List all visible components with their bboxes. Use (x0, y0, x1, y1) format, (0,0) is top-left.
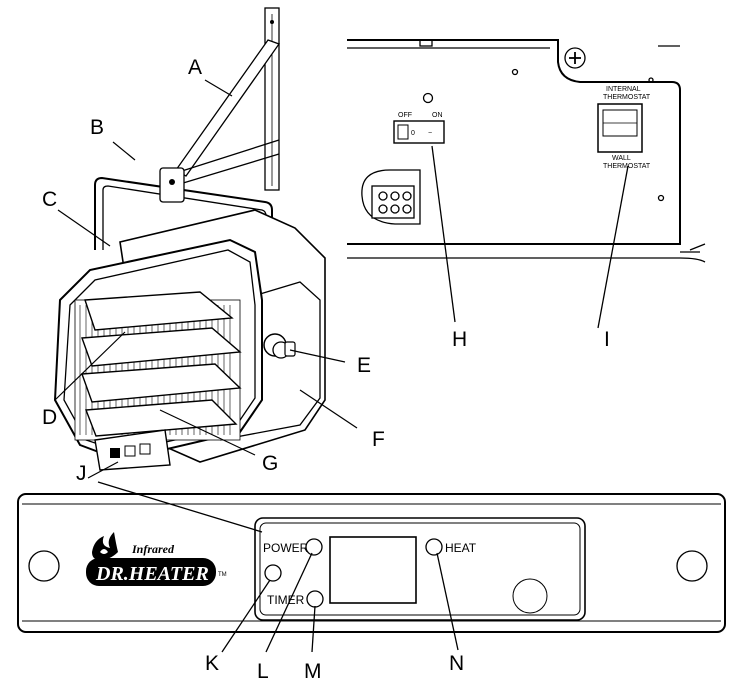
callout-a: A (188, 56, 202, 79)
callout-m: M (304, 660, 322, 683)
callout-f: F (372, 428, 385, 451)
switch-on-glyph: − (428, 130, 432, 137)
callout-k: K (205, 652, 219, 675)
brand-logo: Infrared DR.HEATER TM (86, 532, 227, 586)
callout-n: N (449, 652, 464, 675)
brand-tm: TM (218, 572, 227, 578)
internal-label: INTERNAL (606, 86, 641, 93)
brand-infrared: Infrared (131, 542, 175, 556)
wall-thermostat-label: THERMOSTAT (603, 163, 651, 170)
display-screen (329, 536, 417, 604)
switch-off-label: OFF (398, 112, 412, 119)
front-panel: Infrared DR.HEATER TM POWER TIMER HEAT (17, 493, 726, 633)
switch-on-label: ON (432, 112, 443, 119)
hanging-bracket (94, 167, 273, 365)
callout-i: I (604, 328, 610, 351)
control-knob[interactable] (264, 564, 282, 582)
panel-leader-lines (431, 145, 629, 329)
adjustment-knob (263, 333, 296, 359)
heater-leader-lines (54, 79, 358, 479)
callout-e: E (357, 354, 371, 377)
control-panel (94, 429, 171, 471)
callout-d: D (42, 406, 57, 429)
front-panel-leader-lines (97, 481, 459, 653)
power-indicator-icon (305, 538, 323, 556)
callout-l: L (257, 660, 269, 683)
callout-j: J (76, 462, 87, 485)
callout-b: B (90, 116, 104, 139)
heat-indicator-icon (425, 538, 443, 556)
callout-h: H (452, 328, 467, 351)
callout-c: C (42, 188, 57, 211)
timer-label: TIMER (267, 593, 305, 607)
power-switch: OFF ON 0 − (393, 112, 445, 144)
sensor-window (512, 578, 548, 614)
wall-mount-bracket (159, 7, 281, 191)
thermostat-selector: INTERNAL THERMOSTAT WALL THERMOSTAT (597, 86, 651, 170)
internal-thermostat-label: THERMOSTAT (603, 94, 651, 101)
heat-label: HEAT (445, 541, 477, 555)
heater-housing (53, 238, 263, 462)
callout-g: G (262, 452, 278, 475)
brand-name: DR.HEATER (95, 563, 209, 585)
louvers (81, 291, 242, 437)
switch-panel: OFF ON 0 − INTERNAL THERMOSTAT WALL THER… (347, 39, 706, 263)
switch-off-glyph: 0 (411, 130, 415, 137)
flame-logo-icon (92, 532, 118, 560)
heater-illustration (53, 7, 326, 471)
terminal-block (361, 169, 421, 225)
screw-icon (564, 47, 586, 69)
timer-indicator-icon (306, 590, 324, 608)
wall-label: WALL (612, 155, 631, 162)
power-label: POWER (263, 541, 309, 555)
